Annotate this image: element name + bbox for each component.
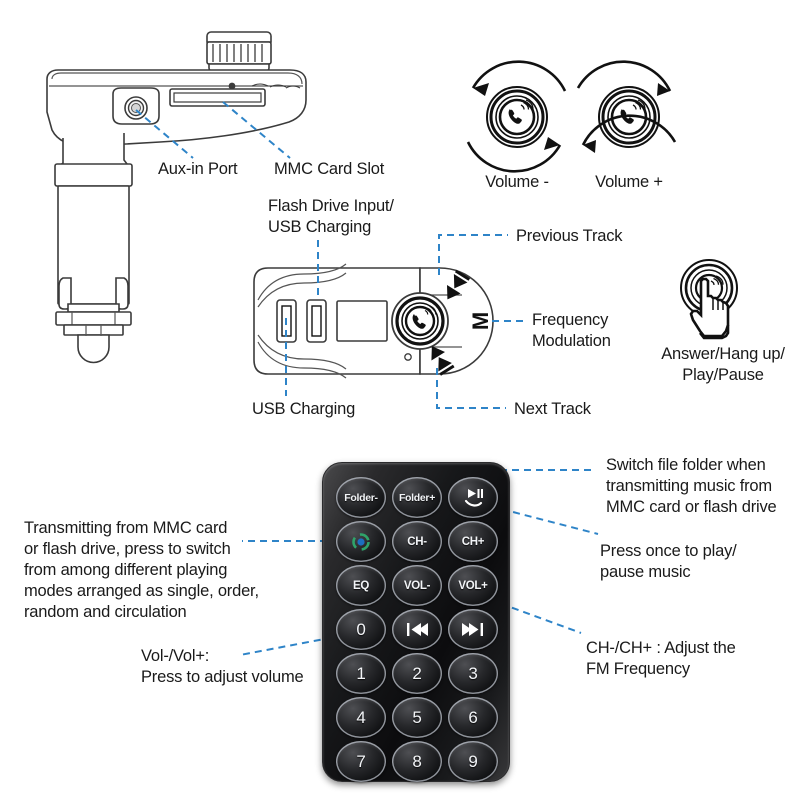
label-mmc-card-slot: MMC Card Slot bbox=[274, 160, 385, 178]
label-ch-fm-frequency: CH-/CH+ : Adjust the FM Frequency bbox=[586, 639, 736, 679]
remote-button-vol-minus[interactable]: VOL- bbox=[392, 565, 442, 606]
label-press-once-play-pause: Press once to play/ pause music bbox=[600, 542, 737, 582]
transmitter-front-illustration: M bbox=[253, 263, 494, 379]
label-aux-in-port: Aux-in Port bbox=[158, 160, 238, 178]
label-frequency-modulation: Frequency Modulation bbox=[532, 311, 611, 351]
label-flash-drive-usb: Flash Drive Input/ USB Charging bbox=[268, 197, 394, 237]
remote-button-label: 9 bbox=[468, 751, 478, 771]
remote-button-ch-plus[interactable]: CH+ bbox=[448, 521, 498, 562]
next-track-glyph bbox=[431, 346, 455, 376]
label-vol-adjust: Vol-/Vol+: Press to adjust volume bbox=[141, 647, 304, 687]
remote-button-ch-minus[interactable]: CH- bbox=[392, 521, 442, 562]
label-next-track: Next Track bbox=[514, 400, 591, 418]
remote-button-label: 5 bbox=[412, 707, 422, 727]
label-answer-hangup-play-pause: Answer/Hang up/ Play/Pause bbox=[661, 345, 785, 385]
remote-button-label: CH- bbox=[407, 535, 427, 548]
remote-button-label: Folder+ bbox=[398, 491, 436, 504]
remote-button-label: 6 bbox=[468, 707, 478, 727]
remote-button-label: EQ bbox=[352, 579, 369, 592]
remote-button-digit-6[interactable]: 6 bbox=[448, 697, 498, 738]
remote-button-label: 0 bbox=[356, 619, 366, 639]
volume-up-icon bbox=[576, 60, 677, 153]
remote-button-repeat-mode[interactable] bbox=[336, 521, 386, 562]
remote-button-label: 8 bbox=[412, 751, 422, 771]
remote-button-label: CH+ bbox=[461, 535, 485, 548]
remote-button-folder-plus[interactable]: Folder+ bbox=[392, 477, 442, 518]
label-transmitting-modes: Transmitting from MMC card or flash driv… bbox=[24, 519, 259, 622]
remote-button-digit-7[interactable]: 7 bbox=[336, 741, 386, 782]
prev-track-glyph bbox=[447, 269, 471, 300]
play-pause-call-icon bbox=[458, 487, 488, 509]
label-volume-up: Volume + bbox=[595, 173, 663, 191]
remote-button-digit-0[interactable]: 0 bbox=[336, 609, 386, 650]
label-previous-track: Previous Track bbox=[516, 227, 623, 245]
remote-button-label: VOL+ bbox=[458, 579, 488, 592]
remote-button-digit-3[interactable]: 3 bbox=[448, 653, 498, 694]
label-switch-file-folder: Switch file folder when transmitting mus… bbox=[606, 456, 777, 517]
remote-button-digit-2[interactable]: 2 bbox=[392, 653, 442, 694]
label-usb-charging: USB Charging bbox=[252, 400, 356, 418]
remote-button-prev-track[interactable] bbox=[392, 609, 442, 650]
remote-button-label: 3 bbox=[468, 663, 478, 683]
volume-down-icon bbox=[466, 60, 567, 173]
remote-button-digit-5[interactable]: 5 bbox=[392, 697, 442, 738]
prev-icon bbox=[402, 619, 432, 641]
remote-button-label: 4 bbox=[356, 707, 366, 727]
remote-button-label: Folder- bbox=[344, 491, 378, 504]
remote-button-digit-9[interactable]: 9 bbox=[448, 741, 498, 782]
remote-button-label: 2 bbox=[412, 663, 422, 683]
remote-button-play-pause-call[interactable] bbox=[448, 477, 498, 518]
hand-press-icon bbox=[680, 259, 738, 340]
next-icon bbox=[458, 619, 488, 641]
repeat-mode-icon bbox=[346, 531, 376, 553]
remote-button-vol-plus[interactable]: VOL+ bbox=[448, 565, 498, 606]
remote-button-label: 7 bbox=[356, 751, 366, 771]
remote-button-digit-1[interactable]: 1 bbox=[336, 653, 386, 694]
remote-button-digit-4[interactable]: 4 bbox=[336, 697, 386, 738]
label-volume-down: Volume - bbox=[485, 173, 549, 191]
remote-control: Folder- Folder+ CH- CH+ EQ VOL- VOL+ 0 1 2 3 4 5 6 7 8 9 bbox=[322, 462, 510, 782]
remote-button-digit-8[interactable]: 8 bbox=[392, 741, 442, 782]
remote-button-folder-minus[interactable]: Folder- bbox=[336, 477, 386, 518]
svg-text:M: M bbox=[468, 312, 493, 330]
remote-button-next-track[interactable] bbox=[448, 609, 498, 650]
remote-keypad: Folder- Folder+ CH- CH+ EQ VOL- VOL+ 0 1 2 3 4 5 6 7 8 9 bbox=[334, 477, 500, 782]
remote-button-label: 1 bbox=[356, 663, 366, 683]
remote-button-eq[interactable]: EQ bbox=[336, 565, 386, 606]
remote-button-label: VOL- bbox=[403, 579, 431, 592]
